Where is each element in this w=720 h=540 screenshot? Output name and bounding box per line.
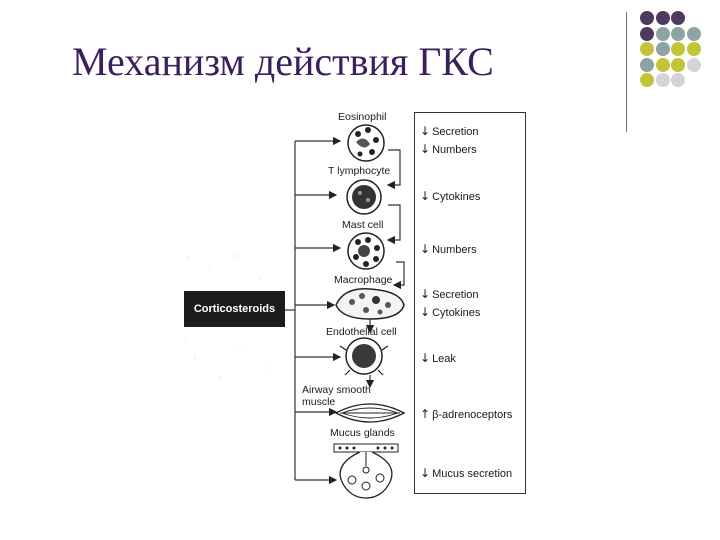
label-macrophage: Macrophage	[334, 274, 393, 286]
eosinophil-cell-icon	[347, 124, 385, 162]
airway-smooth-muscle-icon	[334, 403, 406, 423]
slide-title: Механизм действия ГКС	[72, 39, 494, 84]
down-arrow-icon: ↓	[420, 189, 431, 203]
t-lymphocyte-cell-icon	[346, 179, 382, 215]
endothelial-cell-icon	[339, 337, 389, 376]
effect-item: ↓Secretion	[420, 124, 479, 138]
corticosteroids-box: Corticosteroids	[184, 291, 285, 327]
down-arrow-icon: ↓	[420, 124, 431, 138]
up-arrow-icon: ↑	[420, 407, 431, 421]
effect-item: ↓Cytokines	[420, 189, 481, 203]
down-arrow-icon: ↓	[420, 287, 431, 301]
effect-item: ↑β-adrenoceptors	[420, 407, 513, 421]
label-mast-cell: Mast cell	[342, 219, 384, 231]
effect-item: ↓Numbers	[420, 142, 477, 156]
title-divider-line	[626, 12, 627, 132]
label-airway-smooth-muscle-line1: Airway smooth	[302, 384, 371, 396]
effect-item: ↓Secretion	[420, 287, 479, 301]
effect-item: ↓Numbers	[420, 242, 477, 256]
speckle-texture	[184, 255, 271, 379]
mucus-glands-icon	[333, 443, 399, 499]
label-t-lymphocyte: T lymphocyte	[328, 165, 391, 177]
effects-panel-frame	[414, 112, 526, 494]
down-arrow-icon: ↓	[420, 305, 431, 319]
effect-item: ↓Mucus secretion	[420, 466, 513, 480]
mast-cell-icon	[347, 232, 385, 270]
macrophage-cell-icon	[335, 288, 405, 320]
down-arrow-icon: ↓	[420, 466, 431, 480]
down-arrow-icon: ↓	[420, 242, 431, 256]
effect-item: ↓Leak	[420, 351, 456, 365]
label-eosinophil: Eosinophil	[338, 111, 387, 123]
effect-item: ↓Cytokines	[420, 305, 481, 319]
label-airway-smooth-muscle-line2: muscle	[302, 396, 336, 408]
label-endothelial-cell: Endothelial cell	[326, 326, 397, 338]
down-arrow-icon: ↓	[420, 142, 431, 156]
down-arrow-icon: ↓	[420, 351, 431, 365]
label-mucus-glands: Mucus glands	[330, 427, 395, 439]
